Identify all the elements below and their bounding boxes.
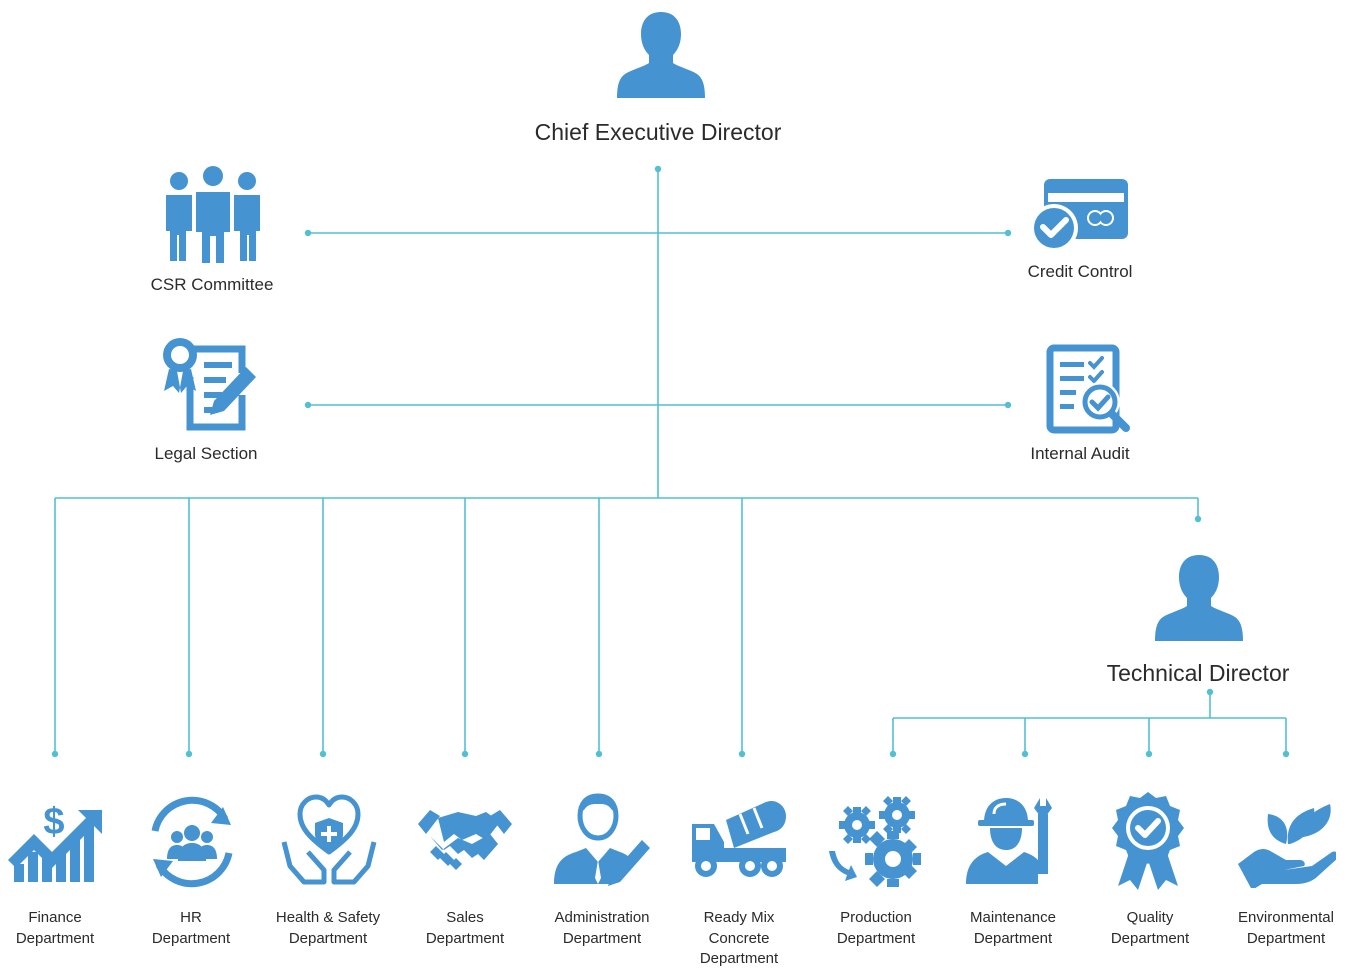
connector-dot — [1282, 750, 1290, 758]
node-finance-label: Finance Department — [0, 907, 115, 949]
csr-text: CSR Committee — [150, 275, 274, 294]
node-ceo-label: Chief Executive Director — [534, 119, 782, 145]
quality-line1: Quality — [1126, 909, 1174, 926]
quality-badge-icon — [1112, 792, 1184, 890]
node-environmental-label: Environmental Department — [1226, 907, 1346, 949]
connector-dot — [889, 750, 897, 758]
sales-line1: Sales — [446, 909, 484, 926]
ceo-title-text: Chief Executive Director — [534, 119, 782, 145]
checklist-search-icon — [1046, 344, 1130, 434]
health-line1: Health & Safety — [275, 909, 381, 926]
connector-dot — [1145, 750, 1153, 758]
admin-line2: Department — [562, 930, 642, 947]
certificate-edit-icon — [163, 338, 256, 431]
finance-line2: Department — [15, 930, 95, 947]
worker-wrench-icon — [966, 798, 1052, 884]
production-line2: Department — [836, 930, 916, 947]
svg-text:$: $ — [43, 801, 64, 843]
node-readymix-label: Ready Mix Concrete Department — [679, 907, 799, 968]
hr-line1: HR — [180, 909, 202, 926]
node-maintenance-label: Maintenance Department — [953, 907, 1073, 949]
concrete-truck-icon — [692, 800, 786, 877]
team-cycle-icon — [151, 796, 233, 888]
tech-title-text: Technical Director — [1106, 660, 1290, 686]
connector-dot — [51, 750, 59, 758]
health-line2: Department — [288, 930, 368, 947]
hr-line2: Department — [151, 930, 231, 947]
connector-dot — [1206, 688, 1214, 696]
maintenance-line2: Department — [973, 930, 1053, 947]
person-icon — [1155, 555, 1243, 641]
production-line1: Production — [840, 909, 912, 926]
node-audit-label: Internal Audit — [1030, 443, 1129, 464]
connector-dot — [595, 750, 603, 758]
connector-dot — [1004, 401, 1012, 409]
audit-text: Internal Audit — [1030, 444, 1130, 463]
node-admin-label: Administration Department — [542, 907, 662, 949]
businessman-icon — [554, 793, 650, 886]
connector-dot — [461, 750, 469, 758]
node-health-label: Health & Safety Department — [268, 907, 388, 949]
node-quality-label: Quality Department — [1090, 907, 1210, 949]
node-csr-label: CSR Committee — [151, 274, 274, 295]
node-hr-label: HR Department — [131, 907, 251, 949]
environmental-line2: Department — [1246, 930, 1326, 947]
group-icon — [166, 166, 260, 263]
connector-dot — [185, 750, 193, 758]
credit-text: Credit Control — [1027, 262, 1133, 281]
maintenance-line1: Maintenance — [970, 909, 1056, 926]
connector-dot — [1194, 515, 1202, 523]
heart-hands-icon — [281, 794, 377, 885]
environmental-line1: Environmental — [1238, 909, 1334, 926]
connector-dot — [1004, 229, 1012, 237]
credit-card-check-icon — [1030, 179, 1128, 252]
gears-icon — [829, 796, 921, 887]
handshake-icon — [418, 810, 512, 870]
connector-dot — [738, 750, 746, 758]
legal-text: Legal Section — [154, 444, 258, 463]
readymix-line1: Ready Mix — [703, 909, 775, 926]
finance-line1: Finance — [28, 909, 82, 926]
connector-dot — [304, 229, 312, 237]
connector-dot — [319, 750, 327, 758]
connector-dot — [1021, 750, 1029, 758]
readymix-line2: Concrete — [708, 930, 770, 947]
sales-line2: Department — [425, 930, 505, 947]
quality-line2: Department — [1110, 930, 1190, 947]
plant-hand-icon — [1238, 804, 1336, 888]
node-production-label: Production Department — [816, 907, 936, 949]
node-tech-label: Technical Director — [1106, 660, 1290, 686]
connector-dot — [654, 165, 662, 173]
readymix-line3: Department — [699, 950, 779, 967]
finance-growth-icon: $ — [8, 801, 102, 882]
node-credit-label: Credit Control — [1028, 261, 1133, 282]
person-icon — [617, 12, 705, 98]
admin-line1: Administration — [554, 909, 650, 926]
node-sales-label: Sales Department — [405, 907, 525, 949]
connector-dot — [304, 401, 312, 409]
node-legal-label: Legal Section — [154, 443, 257, 464]
